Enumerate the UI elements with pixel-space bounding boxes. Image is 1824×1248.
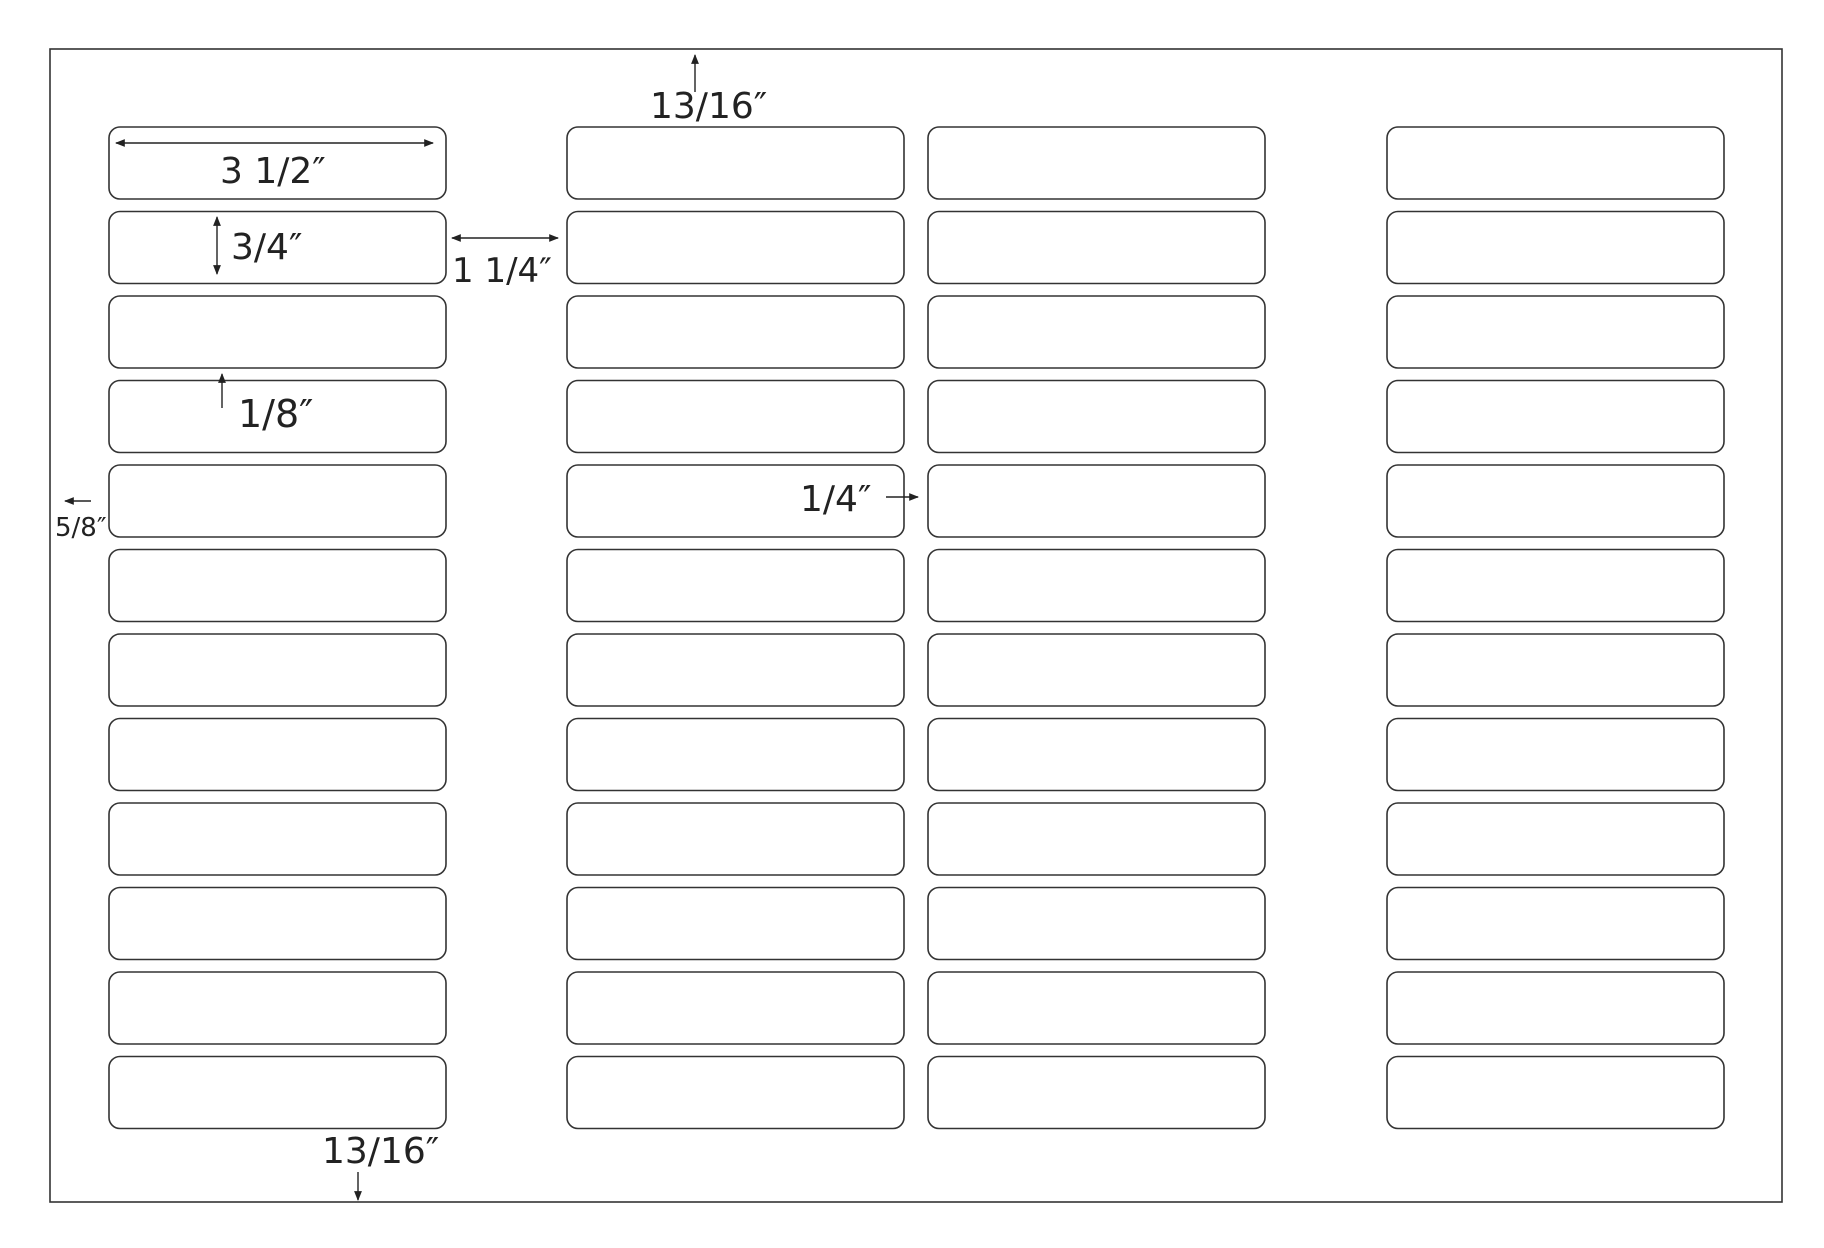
- label-width-text: 3 1/2″: [220, 151, 326, 192]
- label-cell: [1386, 126, 1725, 200]
- dim-bottom-margin: 13/16″: [322, 1131, 439, 1201]
- label-cell: [927, 633, 1266, 707]
- label-cell: [108, 295, 447, 369]
- dim-label-width: 3 1/2″: [115, 139, 434, 192]
- label-cell: [108, 971, 447, 1045]
- label-cell: [927, 210, 1266, 285]
- label-cell: [566, 464, 905, 538]
- label-cell: [108, 633, 447, 707]
- label-cell: [566, 717, 905, 792]
- label-cell: [566, 210, 905, 285]
- label-cell: [1386, 210, 1725, 285]
- label-cell: [1386, 548, 1725, 623]
- label-cell: [566, 379, 905, 454]
- label-cell: [566, 633, 905, 707]
- label-cell: [927, 548, 1266, 623]
- label-cell: [1386, 1055, 1725, 1130]
- label-cell: [108, 717, 447, 792]
- label-cell: [108, 548, 447, 623]
- label-cell: [566, 126, 905, 200]
- top-margin-text: 13/16″: [650, 86, 767, 127]
- column-gap-text: 1 1/4″: [452, 251, 552, 291]
- dim-left-margin: 5/8″: [55, 497, 107, 543]
- label-cell: [108, 210, 447, 285]
- label-cell: [1386, 295, 1725, 369]
- bottom-margin-text: 13/16″: [322, 1131, 439, 1172]
- label-cell: [927, 802, 1266, 876]
- left-margin-text: 5/8″: [55, 513, 107, 543]
- label-cell: [927, 379, 1266, 454]
- label-cell: [927, 886, 1266, 961]
- label-cell: [108, 886, 447, 961]
- label-cell: [1386, 379, 1725, 454]
- label-cell: [566, 295, 905, 369]
- label-cell: [927, 126, 1266, 200]
- label-cell: [1386, 886, 1725, 961]
- label-grid: [108, 126, 1725, 1130]
- dim-column-gap: 1 1/4″: [451, 234, 559, 291]
- label-cell: [927, 971, 1266, 1045]
- dim-row-gap: 1/8″: [218, 373, 313, 436]
- inner-column-gap-text: 1/4″: [800, 479, 871, 520]
- label-cell: [108, 464, 447, 538]
- label-cell: [1386, 971, 1725, 1045]
- label-cell: [1386, 717, 1725, 792]
- label-cell: [108, 802, 447, 876]
- label-cell: [1386, 633, 1725, 707]
- label-cell: [927, 717, 1266, 792]
- label-cell: [927, 464, 1266, 538]
- label-cell: [566, 886, 905, 961]
- label-cell: [566, 802, 905, 876]
- dim-label-height: 3/4″: [213, 216, 302, 275]
- label-cell: [108, 1055, 447, 1130]
- row-gap-text: 1/8″: [238, 392, 313, 436]
- label-cell: [108, 379, 447, 454]
- label-cell: [1386, 464, 1725, 538]
- label-cell: [566, 971, 905, 1045]
- label-cell: [927, 295, 1266, 369]
- label-cell: [566, 1055, 905, 1130]
- label-cell: [566, 548, 905, 623]
- label-cell: [927, 1055, 1266, 1130]
- dim-inner-column-gap: 1/4″: [800, 479, 919, 520]
- label-cell: [1386, 802, 1725, 876]
- dim-top-margin: 13/16″: [650, 54, 767, 127]
- label-height-text: 3/4″: [231, 227, 302, 268]
